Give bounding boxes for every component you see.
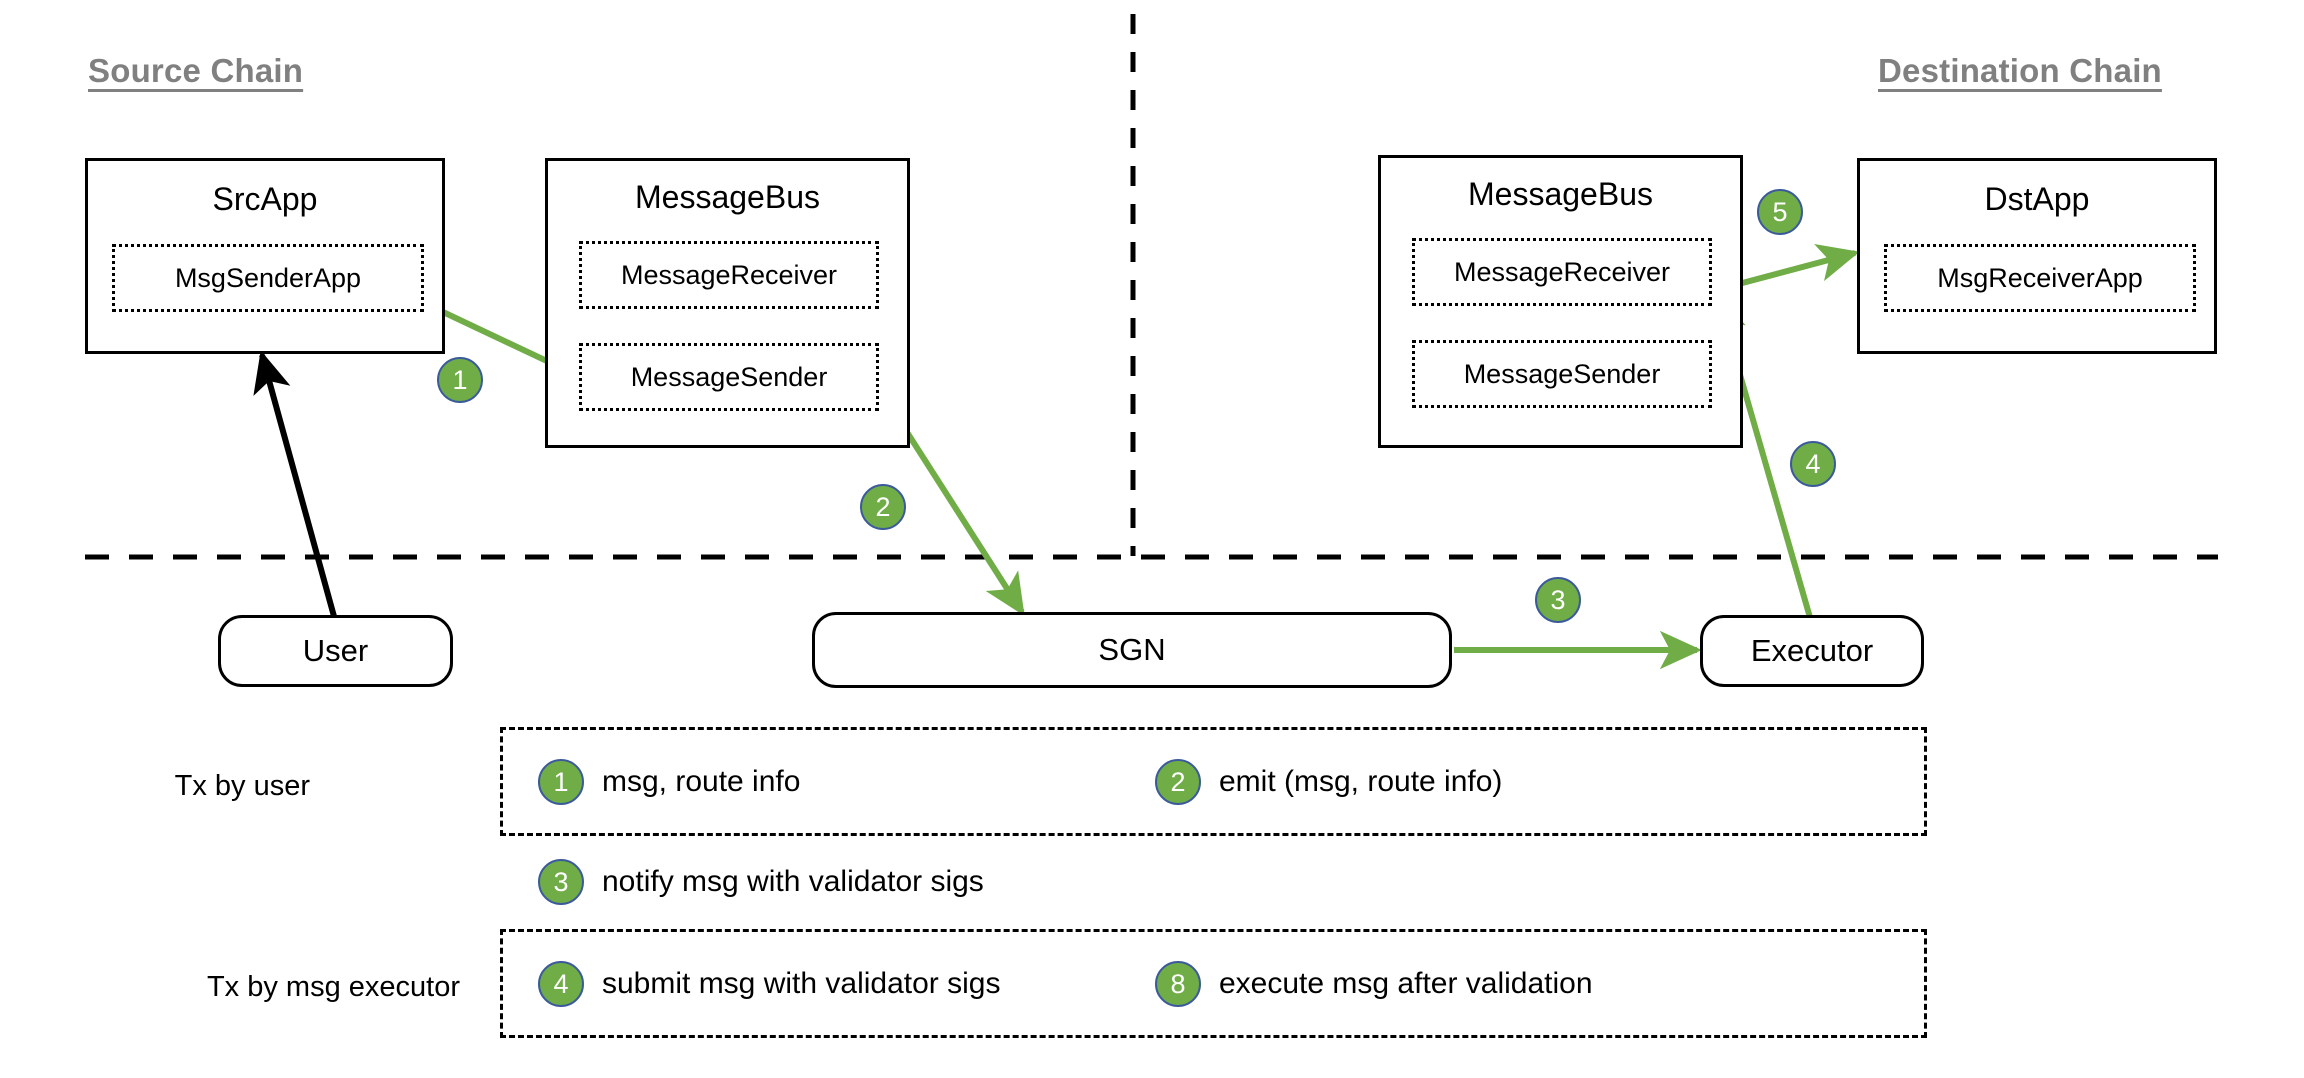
destination-chain-header: Destination Chain <box>1878 52 2162 89</box>
legend-row3-label: Tx by msg executor <box>206 971 460 1003</box>
flow-marker-1: 1 <box>437 357 483 403</box>
executor-node[interactable]: Executor <box>1700 615 1924 687</box>
legend-marker-4: 4 <box>538 961 584 1007</box>
legend-item-8: 8 execute msg after validation <box>1155 961 1593 1007</box>
legend-item-4: 4 submit msg with validator sigs <box>538 961 1000 1007</box>
destination-messagebus-title: MessageBus <box>1468 176 1653 212</box>
legend-label-1: msg, route info <box>602 765 801 798</box>
source-messagereceiver-box[interactable]: MessageReceiver <box>579 241 879 309</box>
destination-messagebus-box[interactable]: MessageBus MessageReceiver MessageSender <box>1378 155 1743 448</box>
legend-marker-1: 1 <box>538 759 584 805</box>
flow-marker-5: 5 <box>1757 189 1803 235</box>
legend-marker-3: 3 <box>538 859 584 905</box>
legend-item-1: 1 msg, route info <box>538 759 800 805</box>
legend-label-3: notify msg with validator sigs <box>602 865 984 898</box>
flow-marker-4: 4 <box>1790 441 1836 487</box>
legend-item-3: 3 notify msg with validator sigs <box>538 859 984 905</box>
source-chain-header: Source Chain <box>88 52 304 89</box>
legend-row1-band <box>500 727 1927 836</box>
arrow-user-to-srcapp <box>253 350 338 621</box>
legend-label-4: submit msg with validator sigs <box>602 967 1001 1000</box>
legend-marker-8: 8 <box>1155 961 1201 1007</box>
legend-row1-label: Tx by user <box>174 770 310 802</box>
destination-messagereceiver-box[interactable]: MessageReceiver <box>1412 238 1712 306</box>
srcapp-box[interactable]: SrcApp MsgSenderApp <box>85 158 445 354</box>
msgsenderapp-box[interactable]: MsgSenderApp <box>112 244 424 312</box>
dstapp-title: DstApp <box>1984 181 2090 217</box>
flow-marker-2: 2 <box>860 484 906 530</box>
source-messagesender-box[interactable]: MessageSender <box>579 343 879 411</box>
legend-marker-2: 2 <box>1155 759 1201 805</box>
msgreceiverapp-box[interactable]: MsgReceiverApp <box>1884 244 2196 312</box>
source-messagebus-title: MessageBus <box>635 179 820 215</box>
destination-messagesender-box[interactable]: MessageSender <box>1412 340 1712 408</box>
legend-label-8: execute msg after validation <box>1219 967 1593 1000</box>
legend-item-2: 2 emit (msg, route info) <box>1155 759 1502 805</box>
user-node[interactable]: User <box>218 615 453 687</box>
legend-row3-band <box>500 929 1927 1038</box>
flow-marker-3: 3 <box>1535 577 1581 623</box>
source-messagebus-box[interactable]: MessageBus MessageReceiver MessageSender <box>545 158 910 448</box>
dstapp-box[interactable]: DstApp MsgReceiverApp <box>1857 158 2217 354</box>
sgn-node[interactable]: SGN <box>812 612 1452 688</box>
srcapp-title: SrcApp <box>212 181 318 217</box>
legend-label-2: emit (msg, route info) <box>1219 765 1503 798</box>
